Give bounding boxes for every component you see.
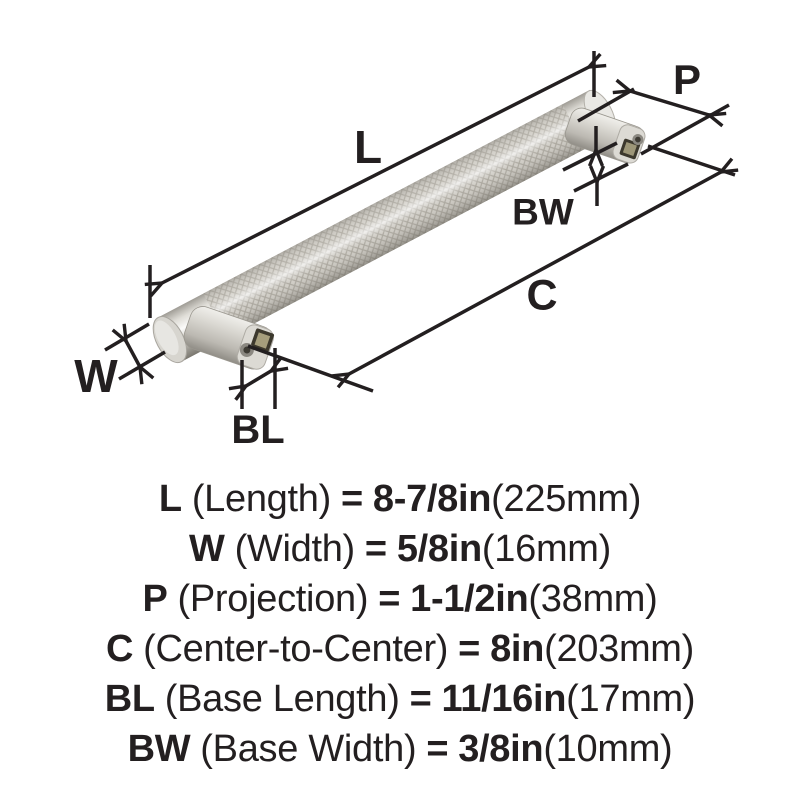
label-BL: BL [231, 408, 285, 452]
spec-equals: = [426, 728, 449, 770]
spec-equals: = [458, 628, 481, 670]
spec-value: 11/16in [441, 678, 567, 720]
label-C: C [526, 271, 558, 320]
spec-row-base-length: BL(Base Length)=11/16in(17mm) [0, 674, 800, 724]
spec-equals: = [340, 478, 363, 520]
spec-row-base-width: BW(Base Width)=3/8in(10mm) [0, 724, 800, 774]
spec-list: L(Length)=8-7/8in(225mm) W(Width)=5/8in(… [0, 474, 800, 774]
diagram-canvas [104, 51, 800, 409]
dim-width [104, 322, 166, 379]
spec-equals: = [378, 578, 401, 620]
spec-row-center-to-center: C(Center-to-Center)=8in(203mm) [0, 624, 800, 674]
spec-row-projection: P(Projection)=1-1/2in(38mm) [0, 574, 800, 624]
dim-projection [577, 89, 730, 156]
spec-row-width: W(Width)=5/8in(16mm) [0, 524, 800, 574]
spec-code: W [188, 528, 225, 570]
label-W: W [74, 350, 118, 402]
spec-equals: = [364, 528, 387, 570]
dimension-lines [104, 51, 735, 409]
spec-metric: (17mm) [566, 678, 696, 720]
spec-metric: (16mm) [481, 528, 612, 570]
spec-value: 1-1/2in [410, 578, 529, 620]
label-L: L [353, 121, 383, 173]
spec-value: 5/8in [396, 528, 482, 570]
spec-value: 8-7/8in [372, 478, 492, 520]
spec-code: L [158, 478, 182, 520]
label-P: P [672, 56, 702, 103]
spec-label: (Base Length) [164, 678, 400, 720]
spec-metric: (10mm) [543, 728, 673, 770]
spec-code: BW [127, 728, 191, 770]
spec-value: 3/8in [458, 728, 544, 770]
spec-metric: (38mm) [528, 578, 658, 620]
spec-metric: (225mm) [491, 478, 642, 520]
dim-center-to-center [247, 144, 735, 393]
spec-label: (Projection) [177, 578, 369, 620]
spec-value: 8in [490, 628, 545, 670]
dimension-diagram: L P BW C W BL [74, 51, 800, 452]
spec-label: (Center-to-Center) [143, 628, 449, 670]
spec-label: (Width) [234, 528, 356, 570]
spec-label: (Length) [191, 478, 331, 520]
spec-code: BL [104, 678, 155, 720]
spec-label: (Base Width) [200, 728, 417, 770]
spec-metric: (203mm) [544, 628, 695, 670]
spec-row-length: L(Length)=8-7/8in(225mm) [0, 474, 800, 524]
dim-base-length [242, 348, 275, 409]
spec-code: C [105, 628, 134, 670]
spec-equals: = [409, 678, 432, 720]
spec-code: P [142, 578, 168, 620]
label-BW: BW [512, 191, 574, 233]
